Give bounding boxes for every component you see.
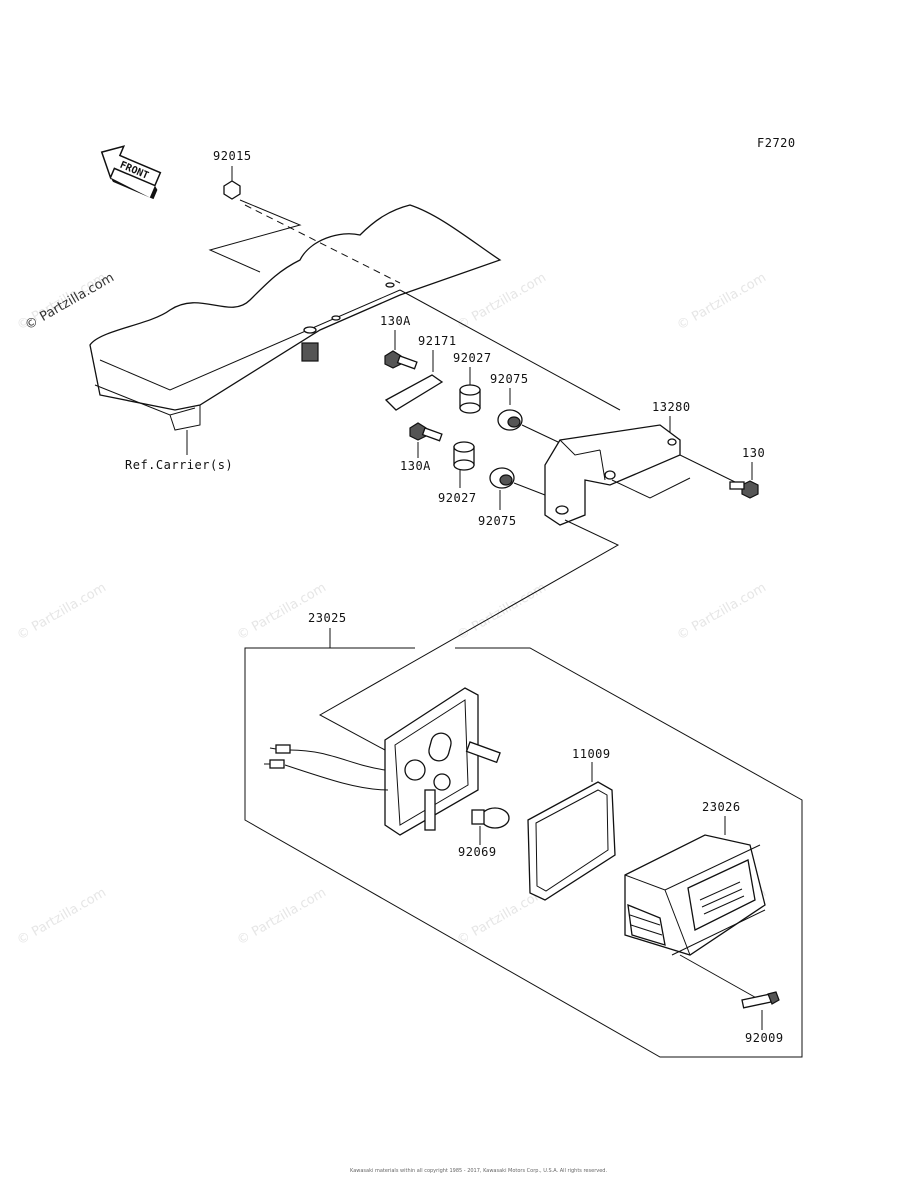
collar-icon [459, 384, 481, 414]
assembly-bracket [244, 647, 803, 1058]
bulb-icon [471, 807, 510, 829]
bolt-icon [729, 480, 759, 499]
part-label-130A-bottom: 130A [400, 459, 431, 473]
collar-icon [453, 441, 475, 471]
front-arrow-icon: FRONT [100, 145, 162, 200]
part-label-130: 130 [742, 446, 765, 460]
lamp-lens-icon [624, 834, 766, 956]
watermark: © Partzilla.com [235, 885, 329, 948]
part-label-92027-bottom: 92027 [438, 491, 477, 505]
part-label-23025: 23025 [308, 611, 347, 625]
carrier-stud [301, 342, 319, 362]
part-label-13280: 13280 [652, 400, 691, 414]
watermark-side: © Partzilla.com [23, 270, 117, 333]
part-label-92075-top: 92075 [490, 372, 529, 386]
rear-carrier [89, 204, 502, 455]
part-label-11009: 11009 [572, 747, 611, 761]
watermark: © Partzilla.com [675, 270, 769, 333]
gasket-icon [527, 781, 616, 901]
part-label-92171: 92171 [418, 334, 457, 348]
bolt-icon [384, 350, 418, 370]
watermark: © Partzilla.com [455, 270, 549, 333]
tail-lamp-housing [384, 687, 501, 836]
plate-icon [384, 374, 444, 411]
figure-code: F2720 [757, 136, 796, 150]
watermark: © Partzilla.com [15, 885, 109, 948]
part-label-92015: 92015 [213, 149, 252, 163]
part-label-92075-bottom: 92075 [478, 514, 517, 528]
copyright-notice: Kawasaki materials within all copyright … [350, 1168, 607, 1174]
part-label-23026: 23026 [702, 800, 741, 814]
watermark: © Partzilla.com [675, 580, 769, 643]
wiring-harness [264, 744, 389, 791]
part-label-92009: 92009 [745, 1031, 784, 1045]
part-label-92027-top: 92027 [453, 351, 492, 365]
part-label-92069: 92069 [458, 845, 497, 859]
bolt-icon [409, 422, 443, 442]
watermark: © Partzilla.com [15, 580, 109, 643]
nut-icon [223, 180, 241, 200]
grommet-icon [489, 467, 515, 489]
ref-carrier-label: Ref.Carrier(s) [125, 458, 233, 472]
grommet-icon [497, 409, 523, 431]
part-label-130A-top: 130A [380, 314, 411, 328]
bracket-icon [544, 424, 681, 526]
screw-icon [741, 991, 780, 1009]
